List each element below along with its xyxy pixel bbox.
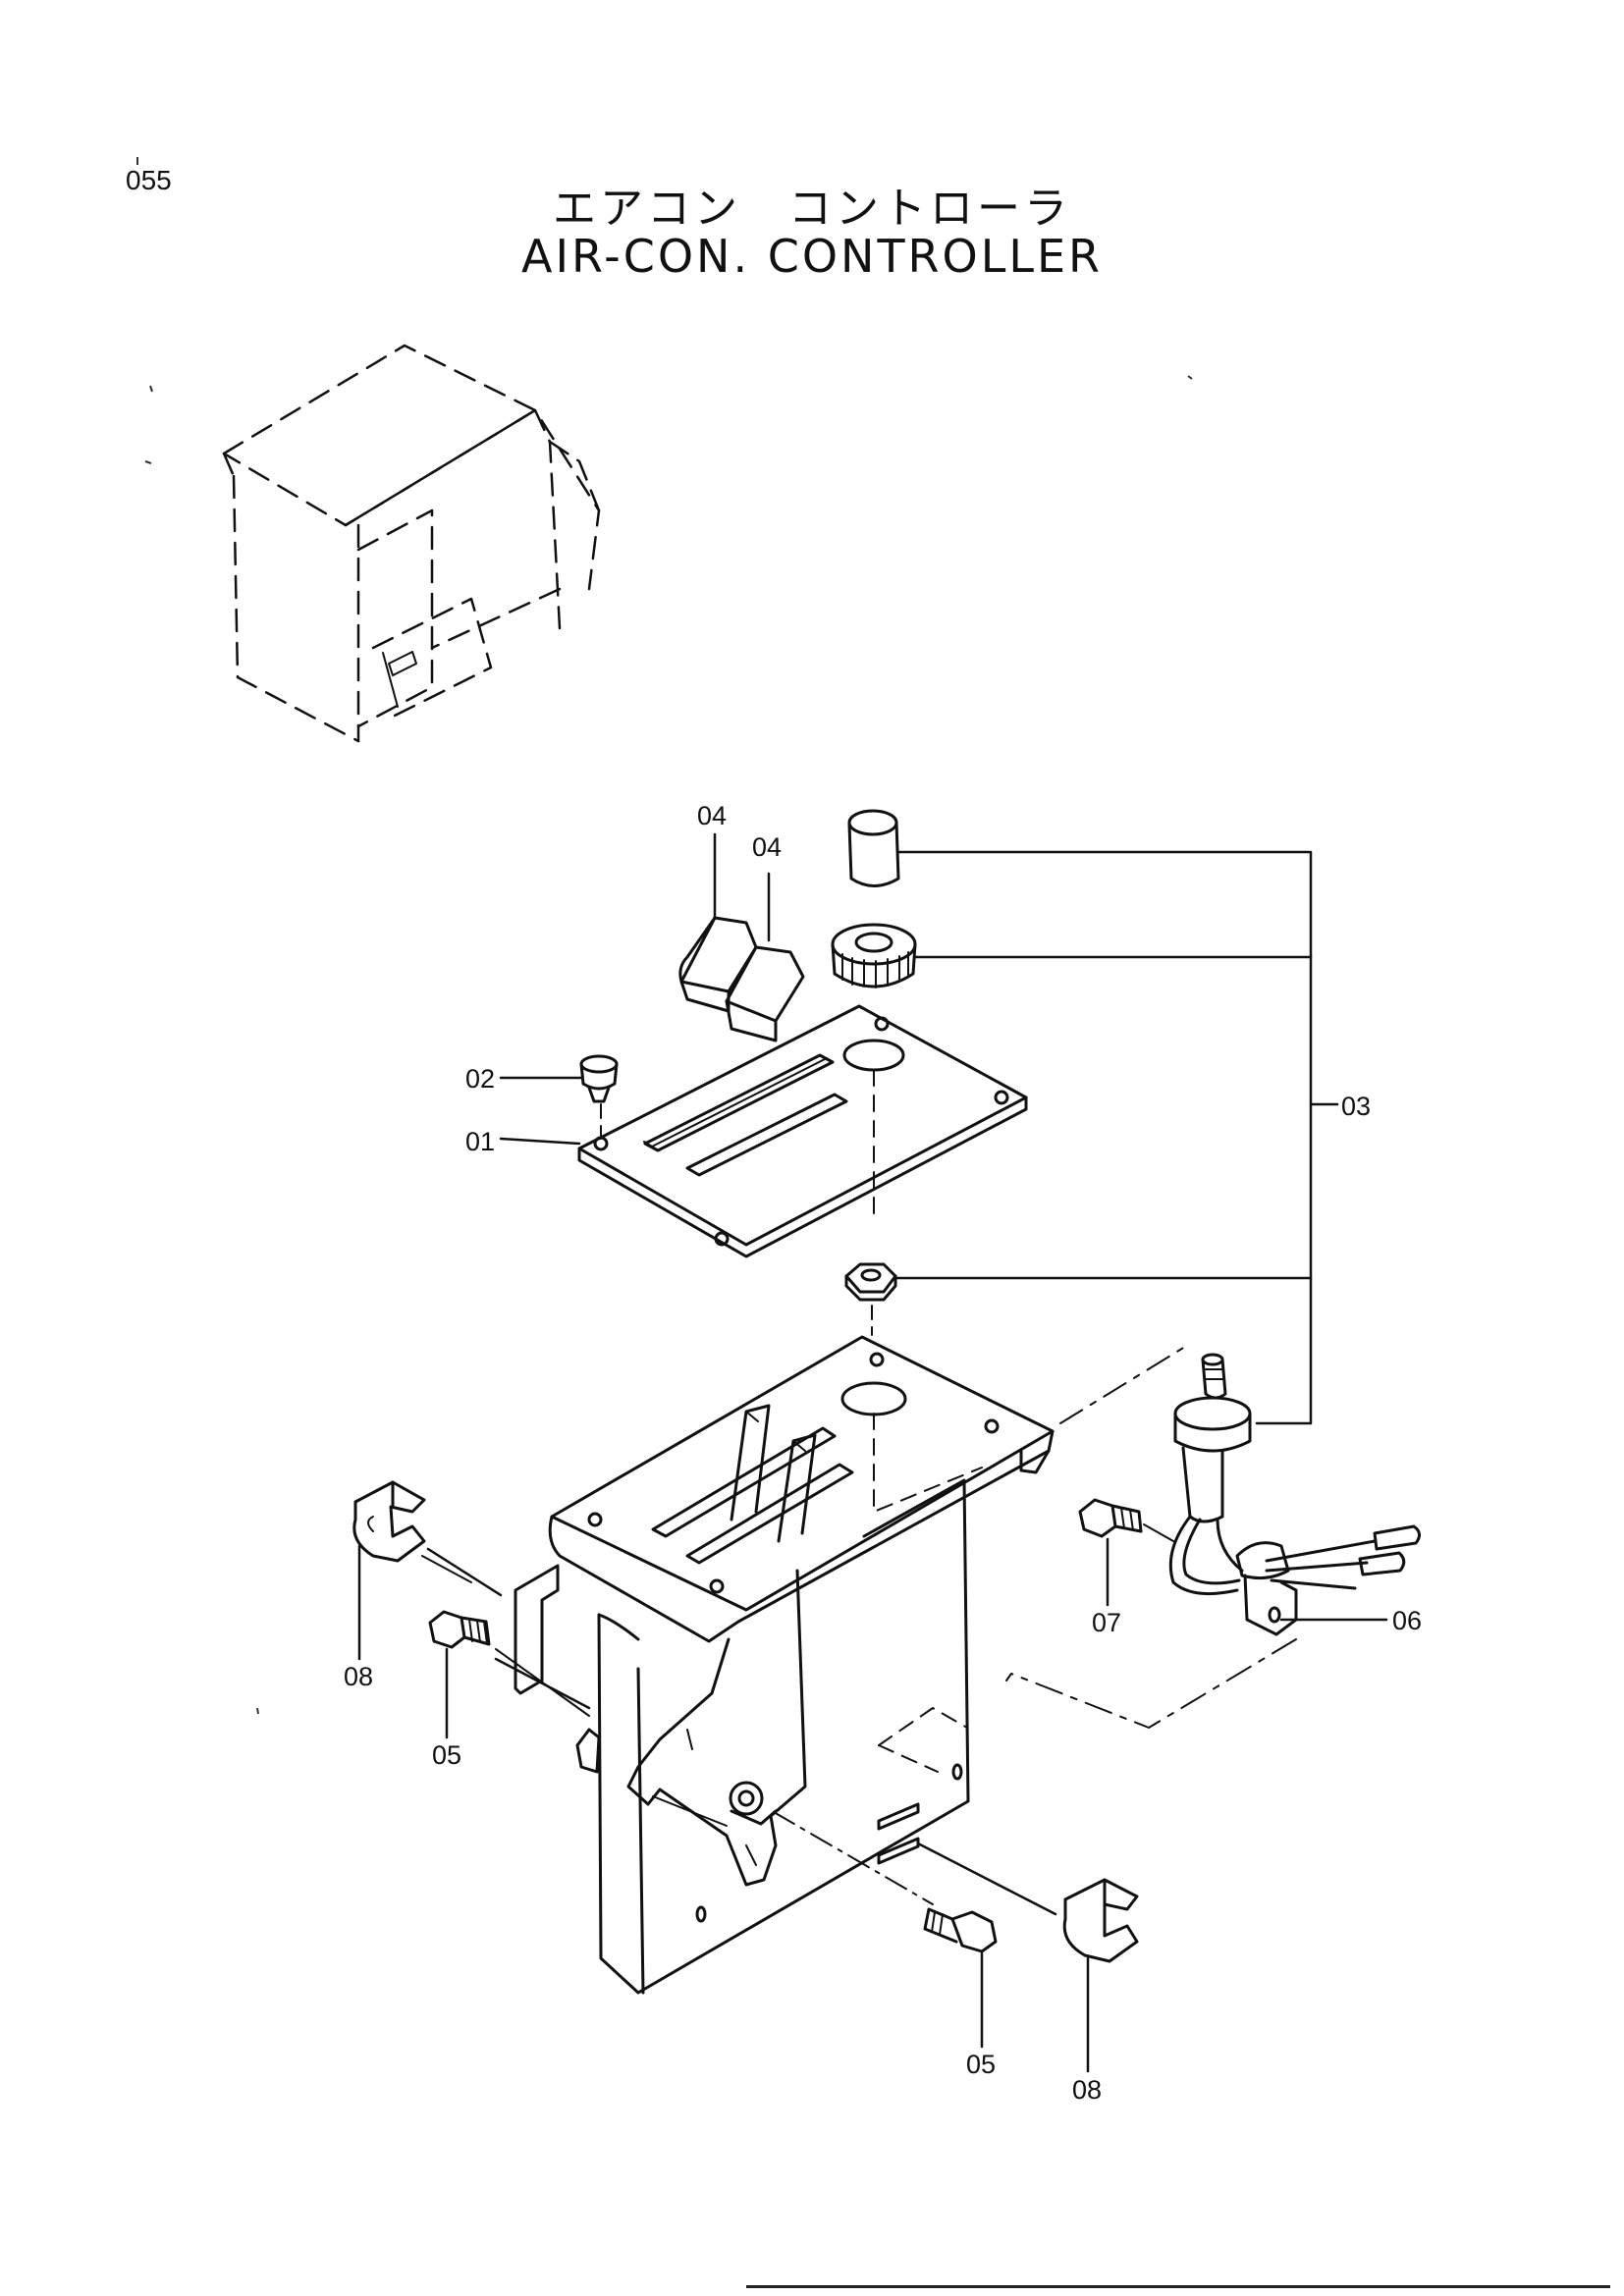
callout-labels: 04 04 02 01 03 08 05 07 06 05 08: [344, 801, 1422, 2105]
leader-lines: [357, 832, 1388, 2073]
callout-04-right: 04: [752, 832, 782, 862]
callout-08-lower: 08: [1072, 2075, 1102, 2105]
knob-cap: [847, 809, 900, 887]
main-bracket: [514, 1335, 1055, 1995]
callout-05-upper: 05: [432, 1740, 461, 1770]
callout-08-left: 08: [344, 1662, 373, 1691]
knurled-knob: [831, 923, 917, 988]
top-panel: [577, 1004, 1028, 1258]
page-title-japanese: エアコン コントローラ: [553, 184, 1071, 234]
cab-location-sketch: [222, 344, 601, 743]
callout-01: 01: [465, 1127, 495, 1156]
callout-05-lower: 05: [966, 2050, 996, 2079]
page-number: 055: [126, 165, 172, 195]
callout-07: 07: [1092, 1608, 1121, 1637]
screw-lower: [923, 1907, 998, 1953]
button-pin: [579, 1054, 619, 1103]
page-title-english: AIR-CON. CONTROLLER: [521, 230, 1103, 283]
lever-knob-right: [725, 945, 805, 1042]
screw-upper-left: [428, 1610, 491, 1649]
clip-top-left: [352, 1480, 426, 1563]
hex-nut: [844, 1262, 897, 1302]
lever-knob-left: [678, 916, 758, 1013]
screw-07: [1078, 1498, 1143, 1538]
callout-03: 03: [1341, 1092, 1371, 1121]
callout-06: 06: [1392, 1606, 1422, 1635]
clip-lower-right: [1062, 1878, 1139, 1963]
callout-04-left: 04: [697, 801, 727, 830]
cab-marker: [388, 651, 417, 676]
callout-02: 02: [465, 1064, 495, 1094]
potentiometer: [1168, 1353, 1421, 1636]
footer-rule: [746, 2285, 1610, 2288]
